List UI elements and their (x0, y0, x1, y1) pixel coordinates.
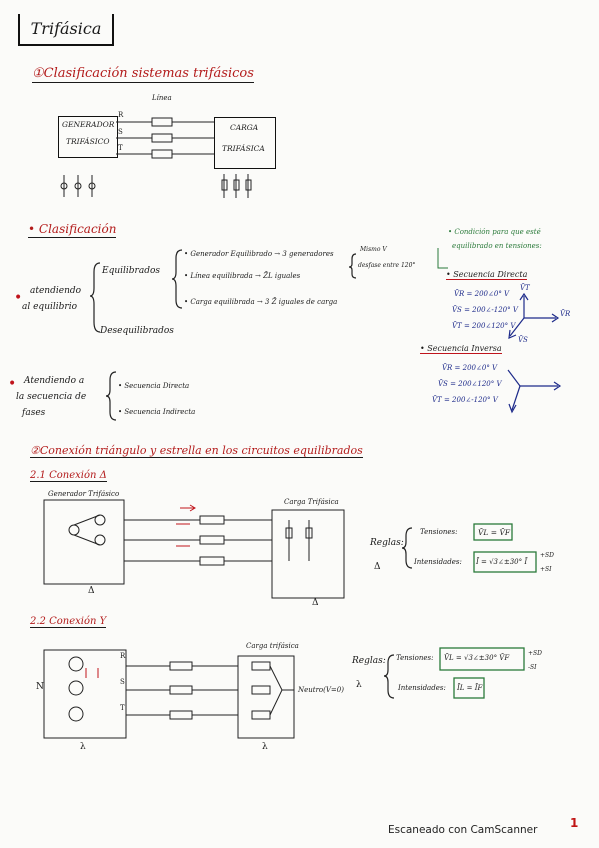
phase-r: R (118, 111, 124, 119)
atendiendo-line-2: al equilibrio (22, 302, 77, 312)
carga-trifasica-y-label: Carga trifásica (246, 642, 299, 650)
sub-y-heading: 2.2 Conexión Y (30, 616, 107, 628)
condicion-line-2: equilibrado en tensiones: (452, 242, 542, 250)
secuencia-line-2: la secuencia de (16, 392, 87, 402)
y-phase-t: T (120, 704, 125, 712)
y-v-rule: V̄L = √3∠±30° V̄F (444, 654, 510, 662)
n-label: N (36, 682, 44, 692)
intensidades-delta-label: Intensidades: (414, 558, 462, 566)
directa-val-t: V̄T = 200∠120° V (452, 322, 516, 330)
condicion-line-1: • Condición para que esté (448, 228, 541, 236)
class-item-linea: • Línea equilibrada → Z̄L iguales (184, 272, 301, 280)
section2-heading: ②Conexión triángulo y estrella en los ci… (30, 444, 363, 458)
camscanner-footer: Escaneado con CamScanner (388, 824, 538, 836)
y-phase-r: R (120, 652, 126, 660)
load-box (214, 117, 276, 169)
gen-trifasico-label: Generador Trifásico (48, 490, 120, 498)
delta-gen-symbol: Δ (88, 586, 95, 596)
phasor-vs: V̄S (518, 336, 528, 344)
bullet-dot: • (14, 290, 23, 306)
delta-i-rule: Ī = √3∠±30° Ī (476, 558, 528, 566)
inversa-val-t: V̄T = 200∠-120° V (432, 396, 498, 404)
generator-label-2: TRIFÁSICO (66, 137, 110, 146)
tensiones-y-label: Tensiones: (396, 654, 434, 662)
sec-directa: • Secuencia Directa (118, 382, 190, 390)
neutro-label: Neutro(V=0) (298, 686, 344, 694)
phasor-vt: V̄T (520, 284, 530, 292)
secuencia-inversa-heading: • Secuencia Inversa (420, 344, 502, 354)
y-i-rule: ĪL = ĪF (457, 684, 483, 692)
secuencia-directa-heading: • Secuencia Directa (446, 270, 528, 280)
class-item-carga: • Carga equilibrada → 3 Z̄ iguales de ca… (184, 298, 338, 306)
equilibrados-label: Equilibrados (102, 266, 160, 276)
load-label-1: CARGA (230, 123, 259, 132)
inversa-val-r: V̄R = 200∠0° V (442, 364, 498, 372)
phasor-vr: V̄R (560, 310, 571, 318)
bullet-dot-2: • (8, 376, 17, 392)
lambda-gen: λ (80, 742, 86, 752)
secuencia-line-1: Atendiendo a (24, 376, 85, 386)
generator-box (58, 116, 118, 158)
intensidades-y-label: Intensidades: (398, 684, 446, 692)
page-title: Trifásica (18, 14, 114, 46)
y-sign-si: -SI (528, 664, 537, 671)
delta-sign-sd: +SD (540, 552, 554, 559)
inversa-val-s: V̄S = 200∠120° V (438, 380, 502, 388)
generator-label-1: GENERADOR (62, 120, 115, 129)
page-number: 1 (570, 816, 579, 830)
gen-note-1: Mismo V (360, 246, 387, 253)
tensiones-delta-label: Tensiones: (420, 528, 458, 536)
class-item-generador: • Generador Equilibrado → 3 generadores (184, 250, 334, 258)
phase-s: S (118, 128, 123, 136)
delta-load-symbol: Δ (312, 598, 319, 608)
classification-heading: • Clasificación (28, 222, 117, 238)
phase-t: T (118, 144, 123, 152)
reglas-label-delta: Reglas: (370, 538, 404, 548)
directa-val-r: V̄R = 200∠0° V (454, 290, 510, 298)
lambda-load: λ (262, 742, 268, 752)
y-phase-s: S (120, 678, 125, 686)
directa-val-s: V̄S = 200∠-120° V (452, 306, 518, 314)
atendiendo-line-1: atendiendo (30, 286, 82, 296)
secuencia-line-3: fases (22, 408, 46, 418)
delta-v-rule: V̄L = V̄F (478, 528, 511, 537)
load-label-2: TRIFÁSICA (222, 144, 265, 153)
line-label: Línea (152, 94, 172, 102)
reglas-y-symbol: λ (356, 680, 362, 690)
y-sign-sd: +SD (528, 650, 542, 657)
gen-note-2: desfase entre 120° (358, 262, 416, 269)
sub-delta-heading: 2.1 Conexión Δ (30, 470, 107, 482)
delta-sign-si: +SI (540, 566, 552, 573)
reglas-label-y: Reglas: (352, 656, 386, 666)
sec-indirecta: • Secuencia Indirecta (118, 408, 196, 416)
desequilibrados-label: Desequilibrados (100, 326, 174, 336)
carga-trifasica-label: Carga Trifásica (284, 498, 339, 506)
reglas-delta-symbol: Δ (374, 562, 381, 572)
section1-heading: ①Clasificación sistemas trifásicos (32, 66, 254, 83)
